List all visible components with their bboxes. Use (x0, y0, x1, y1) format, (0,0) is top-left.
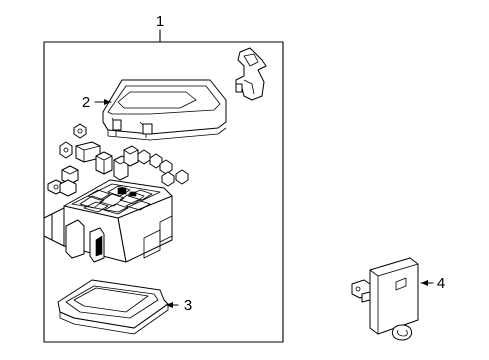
fuse-box-tray (57, 279, 169, 335)
mounting-clip (235, 47, 267, 101)
callout-3-label: 3 (184, 297, 192, 314)
callout-2-label: 2 (82, 94, 90, 111)
callout-4-label: 4 (437, 275, 445, 292)
callout-1-label: 1 (156, 13, 164, 30)
fuse-row (113, 145, 189, 187)
control-module (351, 257, 419, 341)
fuse-box-cover (102, 79, 227, 141)
fuse-box-body (43, 179, 173, 263)
relay-set-left (47, 123, 113, 197)
assembly-frame (43, 41, 284, 343)
